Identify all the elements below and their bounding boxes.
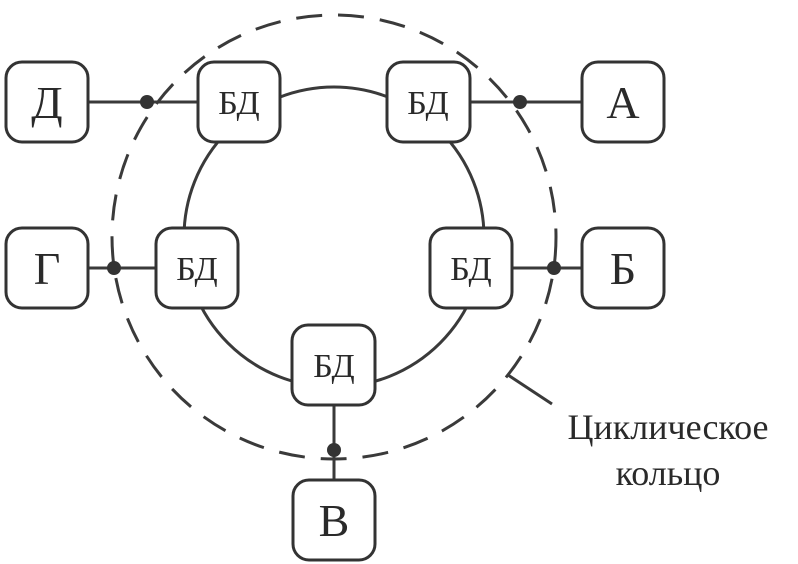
node-b-label: Б: [610, 243, 636, 294]
db-label: БД: [176, 251, 217, 288]
db-box-left: БД: [154, 226, 240, 310]
node-g-label: Г: [34, 243, 61, 294]
node-a-label: А: [606, 77, 639, 128]
db-box-top-left: БД: [196, 60, 282, 144]
node-a: А: [580, 60, 666, 144]
junction-dot-a: [513, 95, 527, 109]
db-box-top-right: БД: [385, 60, 472, 144]
db-label: БД: [407, 85, 448, 122]
node-v: В: [291, 478, 377, 562]
db-label: БД: [313, 348, 354, 385]
junction-dot-g: [107, 261, 121, 275]
junction-dot-v: [327, 443, 341, 457]
junction-dot-d: [140, 95, 154, 109]
db-box-right: БД: [428, 226, 514, 310]
node-v-label: В: [319, 495, 350, 546]
node-d-label: Д: [31, 77, 62, 128]
db-box-bottom: БД: [290, 323, 377, 407]
node-d: Д: [4, 60, 90, 144]
db-label: БД: [218, 85, 259, 122]
ring-label-pointer: [507, 373, 553, 406]
db-label: БД: [450, 251, 491, 288]
node-g: Г: [4, 226, 90, 310]
node-b: Б: [580, 226, 666, 310]
ring-label-line2: кольцо: [616, 453, 721, 493]
ring-label-line1: Циклическое: [567, 407, 768, 447]
junction-dot-b: [547, 261, 561, 275]
